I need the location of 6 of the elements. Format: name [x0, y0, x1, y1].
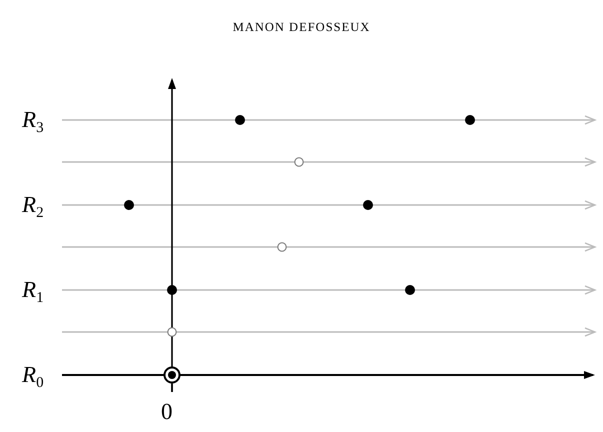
row-label: R$_{2}$ — [22, 193, 44, 221]
row-label: R$_{0}$ — [22, 363, 44, 391]
row-label: R$_{3}$ — [22, 108, 44, 136]
page-header: MANON DEFOSSEUX — [232, 20, 372, 35]
axis-tick-label: 0 — [161, 400, 172, 423]
row-label: R$_{1}$ — [22, 278, 44, 306]
